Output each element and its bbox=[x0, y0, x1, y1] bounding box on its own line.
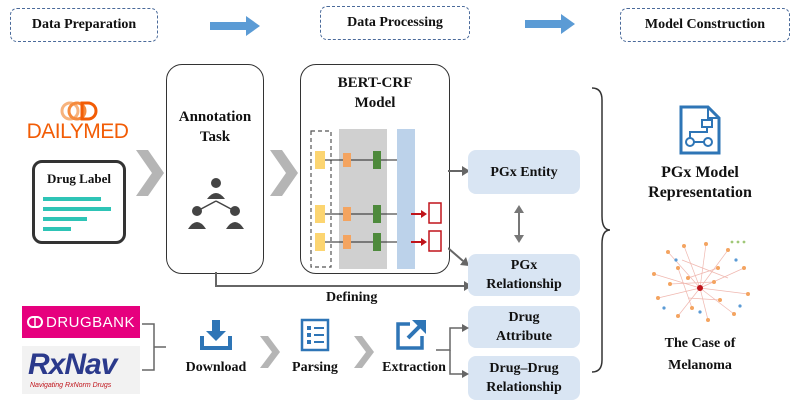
extraction-arrows bbox=[436, 324, 469, 378]
ddi-line1: Drug–Drug bbox=[489, 361, 559, 376]
chevron-right-icon bbox=[136, 150, 164, 196]
text-lines-icon bbox=[43, 197, 111, 231]
network-graph-icon bbox=[652, 240, 750, 322]
rxnav-logo: RxNav Navigating RxNorm Drugs bbox=[22, 346, 140, 394]
dailymed-text: DAILYMED bbox=[26, 120, 129, 143]
bert-title-line1: BERT-CRF bbox=[337, 75, 413, 91]
rxnav-tagline: Navigating RxNorm Drugs bbox=[30, 382, 112, 389]
stage-label: Model Construction bbox=[644, 17, 766, 32]
arrow-right-icon bbox=[448, 166, 470, 176]
stage-data-preparation: Data Preparation bbox=[10, 8, 158, 42]
checklist-icon bbox=[300, 318, 330, 352]
stage-model-construction: Model Construction bbox=[620, 8, 790, 42]
team-people-icon bbox=[188, 178, 244, 229]
pgx-entity-label: PGx Entity bbox=[490, 164, 558, 180]
drug-label-title: Drug Label bbox=[47, 171, 111, 186]
dailymed-logo: DAILYMED bbox=[25, 100, 130, 148]
arrow-right-icon bbox=[448, 247, 469, 266]
download-icon bbox=[200, 320, 232, 350]
pgx-relationship-line1: PGx bbox=[510, 258, 538, 273]
model-repr-line2: Representation bbox=[648, 184, 752, 201]
stage-label: Data Preparation bbox=[31, 17, 137, 32]
sources-bracket bbox=[142, 323, 166, 371]
pgx-relationship-box: PGx Relationship bbox=[468, 254, 580, 296]
stage-label: Data Processing bbox=[347, 15, 443, 30]
double-arrow-icon bbox=[514, 205, 524, 243]
pill-icon bbox=[26, 316, 43, 328]
ddi-relationship-box: Drug–Drug Relationship bbox=[468, 356, 580, 400]
drug-attribute-box: Drug Attribute bbox=[468, 306, 580, 348]
drug-label-card: Drug Label bbox=[32, 160, 126, 244]
pgx-relationship-line2: Relationship bbox=[486, 277, 562, 292]
parsing-label: Parsing bbox=[292, 360, 338, 375]
extraction-label: Extraction bbox=[382, 360, 446, 375]
external-link-icon bbox=[396, 320, 426, 350]
stage-arrow-icon bbox=[525, 14, 575, 34]
chevron-right-icon bbox=[354, 336, 374, 368]
drugbank-text: DRUGBANK bbox=[45, 313, 135, 331]
bert-crf-panel: BERT-CRF Model bbox=[300, 64, 450, 274]
rxnav-text: RxNav bbox=[28, 348, 117, 381]
document-flowchart-icon bbox=[679, 105, 721, 155]
annotation-title-line2: Task bbox=[199, 129, 231, 145]
chevron-right-icon bbox=[270, 150, 298, 196]
bert-title-line2: Model bbox=[354, 95, 396, 111]
pgx-entity-box: PGx Entity bbox=[468, 150, 580, 194]
drug-attribute-line2: Attribute bbox=[496, 329, 552, 344]
download-label: Download bbox=[185, 360, 247, 375]
bert-crf-network-icon bbox=[310, 129, 442, 269]
case-line2: Melanoma bbox=[668, 358, 732, 373]
case-line1: The Case of bbox=[664, 336, 736, 351]
annotation-task-panel: Annotation Task bbox=[166, 64, 264, 274]
dailymed-mark-icon bbox=[60, 101, 98, 121]
ddi-line2: Relationship bbox=[486, 380, 562, 395]
drug-attribute-line1: Drug bbox=[508, 310, 540, 325]
stage-arrow-icon bbox=[210, 16, 260, 36]
defining-label: Defining bbox=[326, 290, 378, 305]
model-repr-line1: PGx Model bbox=[661, 164, 739, 181]
annotation-title-line1: Annotation bbox=[178, 109, 252, 125]
drugbank-logo: DRUGBANK bbox=[22, 306, 140, 338]
chevron-right-icon bbox=[260, 336, 280, 368]
stage-data-processing: Data Processing bbox=[320, 6, 470, 40]
right-brace bbox=[591, 87, 611, 373]
